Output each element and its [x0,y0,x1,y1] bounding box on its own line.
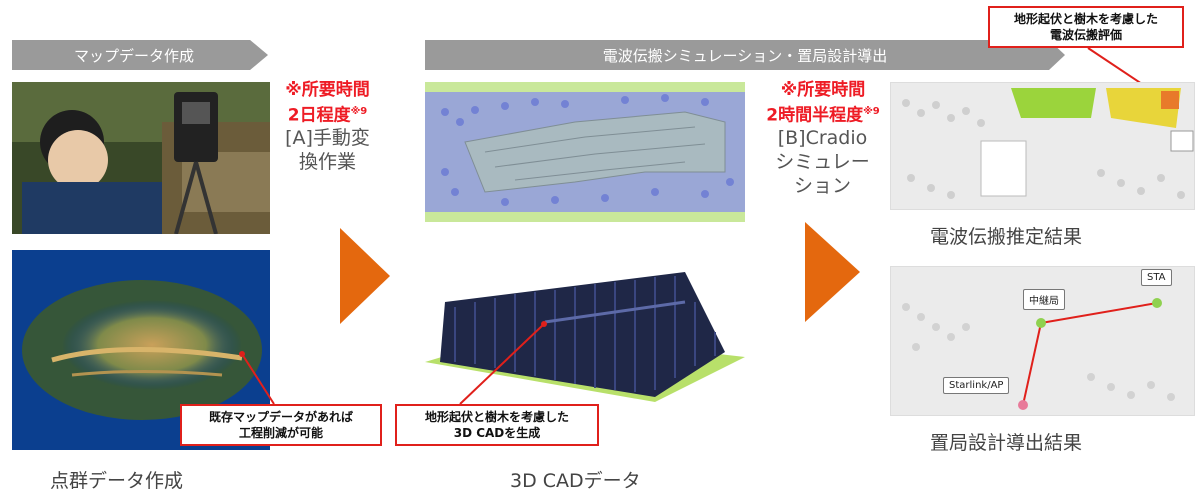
step-b-time-line2: 2時間半程度 [766,105,864,126]
point-cloud-caption: 点群データ作成 [50,470,184,492]
existing-map-pointer [239,351,275,405]
cad-generation-callout-line1: 地形起伏と樹木を考慮した [424,410,569,424]
existing-map-callout: 既存マップデータがあれば 工程削減が可能 [180,404,382,446]
starlink-node-label: Starlink/AP [943,377,1010,394]
step-a-time-note: ※9 [350,106,368,117]
cad-top-view [425,82,745,222]
cad-generation-pointer [459,321,547,405]
step-b-label-line3: ション [793,175,851,197]
map-creation-banner-label: マップデータ作成 [73,46,194,65]
propagation-result-image [890,82,1195,210]
propagation-eval-callout-line1: 地形起伏と樹木を考慮した [1013,12,1158,26]
step-b-time-note: ※9 [863,106,880,117]
step-a-label-line1: [A]手動変 [285,127,370,149]
step-a-time-line2: 2日程度 [287,105,351,126]
step-b-label: [B]Cradio シミュレー ション [755,126,890,198]
arrow-b-icon [805,222,860,322]
step-b-time: ※所要時間 2時間半程度※9 [748,80,898,127]
cad-generation-callout: 地形起伏と樹木を考慮した 3D CADを生成 [395,404,599,446]
relay-node-label: 中継局 [1023,289,1065,310]
arrow-a-icon [340,228,390,324]
map-creation-banner: マップデータ作成 [12,40,268,70]
cad-caption: 3D CADデータ [510,470,641,492]
step-a-label-line2: 換作業 [298,151,356,173]
cad-generation-callout-line2: 3D CADを生成 [453,426,541,440]
step-b-label-line1: [B]Cradio [777,127,868,149]
cad-3d-view [425,262,745,412]
step-a-label: [A]手動変 換作業 [275,126,380,174]
existing-map-callout-line2: 工程削減が可能 [238,426,323,440]
step-a-time-line1: ※所要時間 [285,80,370,100]
existing-map-callout-line1: 既存マップデータがあれば [208,410,353,424]
simulation-banner: 電波伝搬シミュレーション・置局設計導出 [425,40,1065,70]
placement-result-caption: 置局設計導出結果 [930,432,1083,454]
step-b-time-line1: ※所要時間 [780,80,866,100]
propagation-eval-callout: 地形起伏と樹木を考慮した 電波伝搬評価 [988,6,1184,48]
scanner-photo [12,82,270,234]
placement-result-image: 中継局 STA Starlink/AP [890,266,1195,416]
propagation-eval-callout-line2: 電波伝搬評価 [1049,28,1122,42]
step-a-time: ※所要時間 2日程度※9 [275,80,380,127]
propagation-result-caption: 電波伝搬推定結果 [930,226,1083,248]
simulation-banner-label: 電波伝搬シミュレーション・置局設計導出 [602,46,888,65]
sta-node-label: STA [1141,269,1172,286]
step-b-label-line2: シミュレー [775,151,870,173]
